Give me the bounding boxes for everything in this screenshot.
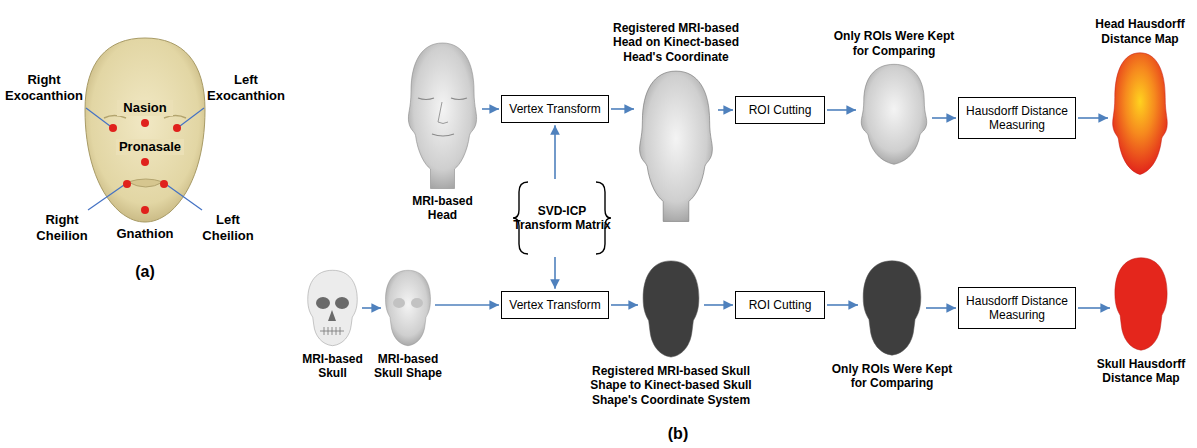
skull-heat-map (1115, 258, 1167, 350)
roi-skull-image (863, 261, 921, 355)
flow-arrow (554, 257, 556, 289)
process-box: ROI Cutting (735, 291, 825, 319)
image-caption: Only ROIs Were Kept for Comparing (829, 29, 959, 58)
node-text: Vertex Transform (506, 298, 604, 312)
image-caption: Registered MRI-based Skull Shape to Kine… (579, 364, 764, 407)
mri-head-image (408, 43, 476, 189)
skull-shape-image (386, 270, 431, 345)
node-text: Hausdorff Distance Measuring (963, 294, 1071, 323)
landmark-label: Left Exocanthion (204, 72, 288, 104)
flow-arrow (827, 304, 858, 306)
mri-skull-image (308, 270, 358, 345)
process-box: Hausdorff Distance Measuring (958, 97, 1076, 140)
process-box: Vertex Transform (501, 95, 609, 123)
image-panel: Registered MRI-based Skull Shape to Kine… (640, 258, 702, 360)
image-caption: Registered MRI-based Head on Kinect-base… (606, 21, 746, 64)
image-caption: Skull Hausdorff Distance Map (1091, 357, 1191, 386)
image-panel: MRI-based Skull (305, 268, 360, 348)
image-caption: Head Hausdorff Distance Map (1090, 17, 1190, 46)
process-box: Vertex Transform (501, 291, 609, 319)
image-caption: MRI-based Skull (299, 352, 367, 381)
image-panel: Skull Hausdorff Distance Map (1112, 255, 1170, 353)
image-panel: MRI-based Skull Shape (383, 268, 433, 348)
head-heat-map (1113, 53, 1168, 175)
flow-arrow (482, 108, 499, 110)
panel-label: (b) (658, 424, 698, 444)
node-text: ROI Cutting (740, 103, 820, 117)
flow-arrow (718, 109, 733, 111)
process-box: Hausdorff Distance Measuring (958, 287, 1076, 330)
node-text: ROI Cutting (740, 298, 820, 312)
landmark-label: Right Exocanthion (2, 72, 86, 104)
brace-group: SVD-ICP Transform Matrix (512, 180, 612, 256)
process-box: ROI Cutting (735, 96, 825, 124)
flow-arrow (611, 304, 638, 306)
flow-arrow (932, 117, 956, 119)
registered-head-image (630, 71, 725, 227)
flow-arrow (362, 307, 381, 309)
landmark-label: Right Cheilion (32, 212, 92, 244)
node-text: Vertex Transform (506, 102, 604, 116)
flow-arrow (611, 108, 634, 110)
flow-arrow (554, 125, 556, 179)
image-panel: Only ROIs Were Kept for Comparing (860, 258, 924, 358)
roi-head-image (857, 64, 930, 166)
landmark-label: Gnathion (110, 226, 180, 242)
image-caption: MRI-based Skull Shape (370, 352, 446, 381)
panel-label: (a) (125, 262, 165, 282)
image-caption: MRI-based Head (403, 194, 483, 223)
flow-arrow (827, 109, 856, 111)
image-panel: MRI-based Head (405, 40, 480, 190)
landmark-label: Left Cheilion (198, 212, 258, 244)
landmark-label: Nasion (117, 100, 173, 116)
flow-arrow (704, 304, 733, 306)
image-panel: Only ROIs Were Kept for Comparing (858, 62, 930, 177)
flow-arrow (435, 304, 499, 306)
landmark-label: Pronasale (116, 139, 184, 155)
image-panel: Head Hausdorff Distance Map (1110, 50, 1170, 190)
image-caption: Only ROIs Were Kept for Comparing (827, 362, 957, 391)
landmark-face (85, 38, 205, 222)
node-text: Hausdorff Distance Measuring (963, 104, 1071, 133)
node-text: SVD-ICP Transform Matrix (512, 204, 612, 233)
flow-arrow (926, 307, 956, 309)
flow-arrow (1078, 307, 1110, 309)
image-panel: Registered MRI-based Head on Kinect-base… (636, 68, 716, 223)
registered-skull-image (643, 261, 700, 357)
flow-arrow (1078, 117, 1108, 119)
